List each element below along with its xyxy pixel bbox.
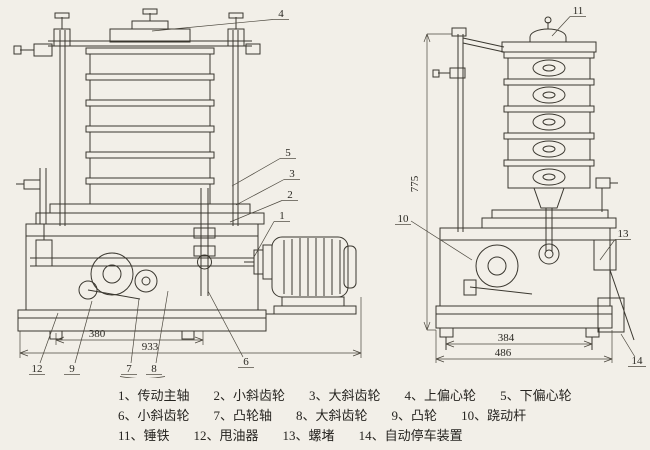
- callout-2: 2: [287, 189, 293, 201]
- front-left-bracket: [16, 168, 47, 224]
- callout-9: 9: [69, 363, 75, 375]
- technical-drawing: 380 933 4 5 3 2 1 6 12: [13, 5, 646, 378]
- parts-legend: 1、传动主轴 2、小斜齿轮 3、大斜齿轮 4、上偏心轮 5、下偏心轮 6、小斜齿…: [0, 378, 650, 446]
- front-sieve-stack: [85, 47, 215, 205]
- callout-6: 6: [243, 356, 249, 368]
- callout-5: 5: [285, 147, 291, 159]
- side-right-valve: [595, 177, 618, 212]
- front-motor: [244, 236, 357, 315]
- legend-item-4: 4、上偏心轮: [404, 388, 477, 403]
- callout-3: 3: [289, 168, 295, 180]
- legend-item-8: 8、大斜齿轮: [296, 408, 368, 423]
- callout-4: 4: [278, 8, 284, 20]
- side-support-rod: [432, 27, 505, 232]
- front-callouts: 4 5 3 2 1 6 12 9 7 8: [29, 8, 300, 378]
- legend-item-11: 11、锤铁: [118, 428, 170, 443]
- dimension-front-inner: 380: [89, 328, 106, 340]
- callout-10: 10: [398, 213, 410, 225]
- dimension-side-inner: 384: [498, 332, 515, 344]
- side-dimensions: 775 384 486: [409, 33, 613, 363]
- dimension-side-overall: 486: [495, 347, 512, 359]
- dimension-side-height: 775: [409, 175, 421, 192]
- front-dimensions: 380 933: [19, 297, 362, 358]
- legend-item-14: 14、自动停车装置: [358, 428, 463, 443]
- callout-14: 14: [632, 355, 644, 367]
- front-top-clamp: [13, 8, 261, 57]
- legend-item-5: 5、下偏心轮: [500, 388, 572, 403]
- callout-1: 1: [279, 210, 285, 222]
- callout-7: 7: [126, 363, 132, 375]
- side-base: [435, 305, 613, 350]
- side-sieve-stack: [503, 51, 595, 189]
- legend-row-2: 6、小斜齿轮 7、凸轮轴 8、大斜齿轮 9、凸轮 10、跷动杆: [118, 406, 650, 426]
- sieve-shaker-drawing: 380 933 4 5 3 2 1 6 12: [13, 5, 646, 378]
- callout-12: 12: [32, 363, 43, 375]
- front-view: 380 933 4 5 3 2 1 6 12: [13, 8, 362, 378]
- dimension-front-overall: 933: [142, 341, 159, 353]
- side-gearbox: [439, 227, 611, 307]
- legend-item-10: 10、跷动杆: [461, 408, 527, 423]
- legend-item-2: 2、小斜齿轮: [213, 388, 286, 403]
- front-support-rods: [59, 30, 239, 226]
- callout-13: 13: [618, 228, 630, 240]
- side-top-cap: [501, 16, 597, 53]
- legend-row-3: 11、锤铁 12、甩油器 13、螺堵 14、自动停车装置: [118, 426, 650, 446]
- front-table: [35, 203, 265, 225]
- legend-item-12: 12、甩油器: [193, 428, 259, 443]
- front-base: [17, 309, 356, 340]
- legend-item-6: 6、小斜齿轮: [118, 408, 190, 423]
- callout-11: 11: [573, 5, 584, 17]
- side-shaft-and-table: [481, 187, 617, 252]
- side-callouts: 11 10 13 14: [395, 5, 646, 367]
- legend-item-7: 7、凸轮轴: [213, 408, 273, 423]
- legend-item-13: 13、螺堵: [282, 428, 335, 443]
- legend-item-1: 1、传动主轴: [118, 388, 190, 403]
- legend-item-3: 3、大斜齿轮: [309, 388, 381, 403]
- legend-item-9: 9、凸轮: [391, 408, 438, 423]
- front-gearbox: [25, 188, 259, 311]
- side-view: 775 384 486 11 10 13 14: [395, 5, 646, 367]
- side-auto-stop-device: [593, 239, 635, 341]
- callout-8: 8: [151, 363, 157, 375]
- legend-row-1: 1、传动主轴 2、小斜齿轮 3、大斜齿轮 4、上偏心轮 5、下偏心轮: [118, 386, 650, 406]
